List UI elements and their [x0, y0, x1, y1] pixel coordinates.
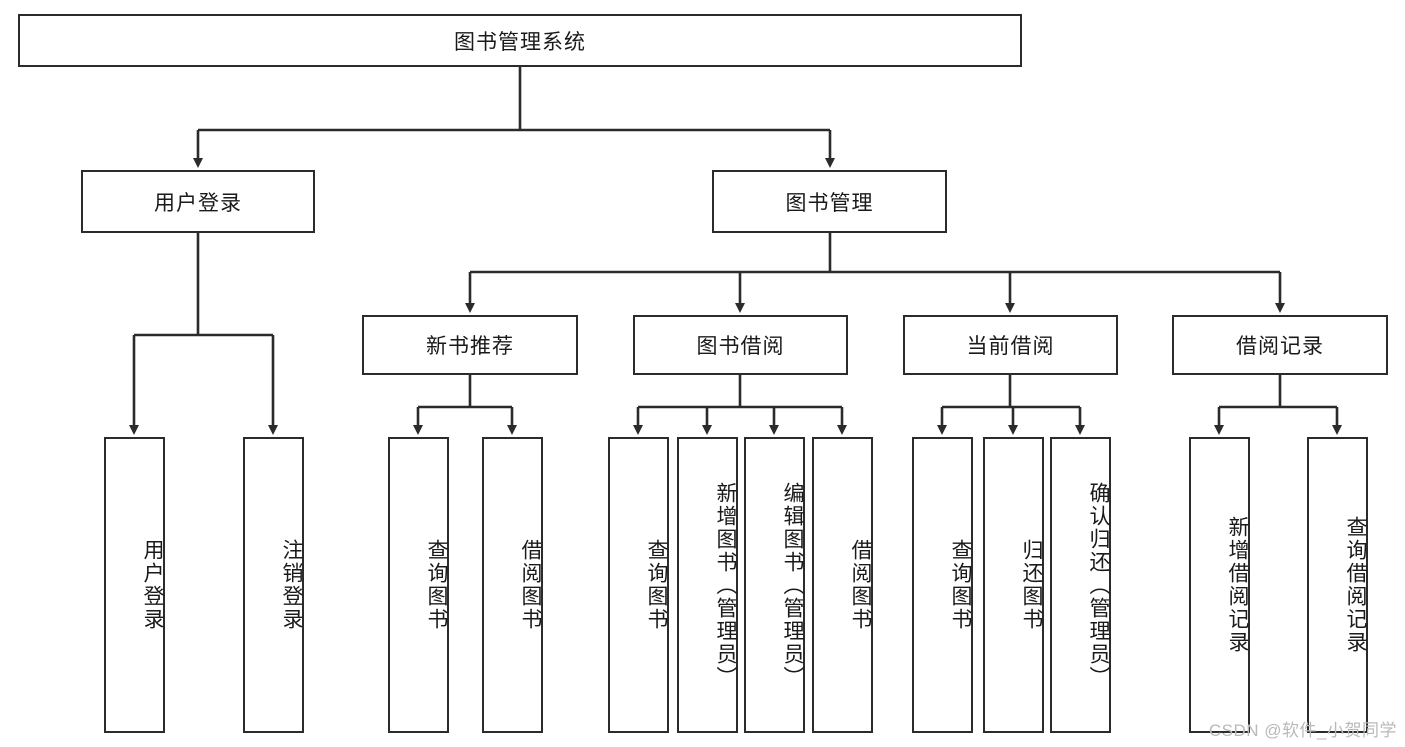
node-root[interactable]: 图书管理系统: [18, 14, 1022, 67]
node-label: 借阅图书: [849, 539, 872, 631]
node-leaf-user-login[interactable]: 用户登录: [104, 437, 165, 733]
node-label: 查询图书: [645, 539, 668, 631]
node-leaf-query-book-2[interactable]: 查询图书: [608, 437, 669, 733]
node-leaf-query-record[interactable]: 查询借阅记录: [1307, 437, 1368, 733]
node-label: 注销登录: [280, 539, 303, 631]
node-leaf-borrow-book-1[interactable]: 借阅图书: [482, 437, 543, 733]
node-leaf-confirm-return[interactable]: 确认归还（管理员）: [1050, 437, 1111, 733]
node-label: 确认归还（管理员）: [1087, 481, 1110, 689]
node-label: 用户登录: [141, 539, 164, 631]
node-label: 图书管理: [785, 191, 874, 215]
node-label: 查询图书: [949, 539, 972, 631]
node-leaf-query-book-1[interactable]: 查询图书: [388, 437, 449, 733]
node-user-login[interactable]: 用户登录: [81, 170, 315, 233]
node-label: 借阅记录: [1236, 335, 1324, 358]
node-label: 用户登录: [154, 191, 242, 215]
node-leaf-edit-book[interactable]: 编辑图书（管理员）: [744, 437, 805, 733]
node-leaf-add-book[interactable]: 新增图书（管理员）: [677, 437, 738, 733]
node-leaf-add-record[interactable]: 新增借阅记录: [1189, 437, 1250, 733]
node-label: 编辑图书（管理员）: [781, 481, 804, 689]
node-leaf-borrow-book-2[interactable]: 借阅图书: [812, 437, 873, 733]
node-label: 新增图书（管理员）: [714, 481, 737, 689]
node-label: 图书管理系统: [454, 30, 586, 54]
node-label: 借阅图书: [519, 539, 542, 631]
node-leaf-return-book[interactable]: 归还图书: [983, 437, 1044, 733]
watermark-text: CSDN @软件_小贺同学: [1208, 721, 1397, 740]
node-new-book-recommend[interactable]: 新书推荐: [362, 315, 578, 375]
node-label: 当前借阅: [966, 335, 1055, 358]
node-borrow-record[interactable]: 借阅记录: [1172, 315, 1388, 375]
node-label: 归还图书: [1020, 539, 1043, 631]
node-book-borrow[interactable]: 图书借阅: [633, 315, 848, 375]
node-label: 图书借阅: [696, 335, 785, 358]
node-label: 新书推荐: [426, 335, 514, 358]
node-leaf-query-book-3[interactable]: 查询图书: [912, 437, 973, 733]
node-label: 查询图书: [425, 539, 448, 631]
node-label: 查询借阅记录: [1344, 516, 1367, 654]
node-leaf-logout[interactable]: 注销登录: [243, 437, 304, 733]
node-book-manage[interactable]: 图书管理: [712, 170, 947, 233]
node-label: 新增借阅记录: [1226, 516, 1249, 654]
node-current-borrow[interactable]: 当前借阅: [903, 315, 1118, 375]
